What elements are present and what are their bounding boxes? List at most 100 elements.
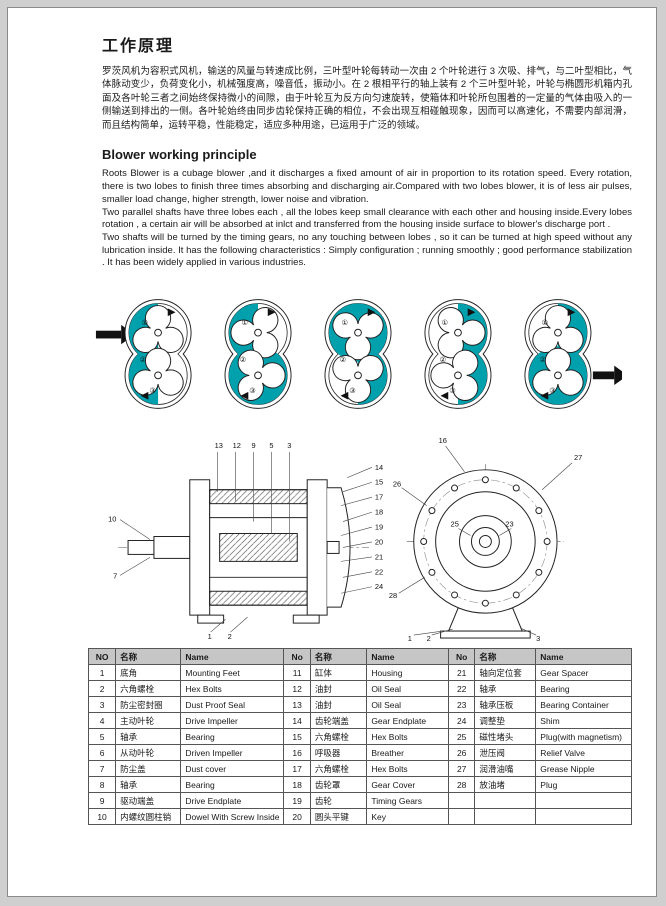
callout-number: 3 — [287, 441, 291, 450]
cell: 呼吸器 — [309, 744, 368, 762]
callout-number: 9 — [251, 441, 255, 450]
callout-number: 1 — [408, 634, 412, 643]
callout-number: 28 — [389, 591, 397, 600]
cell — [447, 792, 476, 810]
cell: 11 — [283, 664, 311, 682]
callout-number: 3 — [536, 634, 540, 643]
rotation-arrow-icon — [467, 308, 476, 317]
rotation-arrow-icon — [140, 392, 149, 400]
english-paragraph-2: Two parallel shafts have three lobes eac… — [102, 206, 632, 231]
cell: 油封 — [309, 696, 368, 714]
cell: Gear Spacer — [535, 664, 632, 682]
cell: 4 — [87, 712, 117, 730]
callout-number: 20 — [375, 538, 383, 547]
header-cell: Name — [366, 648, 449, 666]
flange-base — [440, 630, 531, 639]
callout-number: 13 — [215, 441, 223, 450]
cell: 轴承 — [115, 776, 182, 794]
cell: 9 — [87, 792, 117, 810]
callout-number: 27 — [574, 453, 582, 462]
cell: 14 — [283, 712, 311, 730]
cell: 8 — [87, 776, 117, 794]
cell: Shim — [535, 712, 632, 730]
shaft-icon — [454, 371, 462, 380]
cell: Plug — [535, 776, 632, 794]
lobe-label: ① — [142, 318, 149, 327]
cell: 调整垫 — [474, 712, 537, 730]
cell: 齿轮端盖 — [309, 712, 368, 730]
cell: 5 — [87, 728, 117, 746]
rotor-stage: ①②③ — [524, 299, 592, 410]
end-flange-view — [398, 445, 573, 639]
lobe-label: ② — [240, 355, 247, 364]
shaft-icon — [254, 371, 262, 380]
page-content: 工作原理 罗茨风机为容积式风机，输送的风量与转速成比例，三叶型叶轮每转动一次由 … — [8, 8, 656, 826]
drive-endplate — [189, 479, 211, 616]
callout-number: 17 — [375, 493, 383, 502]
cell: 26 — [447, 744, 476, 762]
header-cell: 名称 — [309, 648, 368, 666]
mounting-foot — [197, 614, 225, 624]
cell: 13 — [283, 696, 311, 714]
cell: 润滑油嘴 — [474, 760, 537, 778]
cell: Bearing — [180, 776, 285, 794]
shaft-icon — [354, 328, 362, 337]
english-title: Blower working principle — [102, 147, 257, 163]
cell: 圆头平键 — [309, 808, 368, 826]
callout-number: 2 — [427, 634, 431, 643]
callout-number: 1 — [208, 632, 212, 641]
cell: Breather — [366, 744, 449, 762]
cell: 6 — [87, 744, 117, 762]
cell: 泄压阀 — [474, 744, 537, 762]
cell: 齿轮 — [309, 792, 368, 810]
cell: Bearing — [535, 680, 632, 698]
lobe-label: ② — [540, 355, 547, 364]
lobe-label: ③ — [549, 386, 556, 395]
rotation-arrow-icon — [167, 308, 176, 317]
cell: Mounting Feet — [180, 664, 285, 682]
cell: 17 — [283, 760, 311, 778]
cell: 1 — [87, 664, 117, 682]
header-cell: Name — [180, 648, 285, 666]
callout-number: 2 — [228, 632, 232, 641]
cell: 轴承 — [115, 728, 182, 746]
cell: 12 — [283, 680, 311, 698]
cell: Timing Gears — [366, 792, 449, 810]
shaft-icon — [554, 371, 562, 380]
cell: 18 — [283, 776, 311, 794]
cell: Hex Bolts — [366, 728, 449, 746]
cell: 7 — [87, 760, 117, 778]
callout-number: 25 — [451, 520, 459, 529]
cell: 19 — [283, 792, 311, 810]
cell: 16 — [283, 744, 311, 762]
cell — [474, 792, 537, 810]
cell — [447, 808, 476, 826]
rotation-arrow-icon — [540, 392, 549, 400]
rotor-stage: ①②③ — [124, 299, 192, 410]
header-cell: No — [447, 648, 476, 666]
header-cell: Name — [535, 648, 632, 666]
cell: Grease Nipple — [535, 760, 632, 778]
cell: Housing — [366, 664, 449, 682]
cell: 2 — [87, 680, 117, 698]
mounting-foot — [292, 614, 320, 624]
cell: 主动叶轮 — [115, 712, 182, 730]
technical-drawings-svg: 13 12 9 5 3 14 15 17 18 19 20 21 22 24 1… — [108, 436, 582, 643]
cell — [474, 808, 537, 826]
cell: Oil Seal — [366, 680, 449, 698]
rotation-arrow-icon — [367, 308, 376, 317]
cell: 防尘盖 — [115, 760, 182, 778]
callout-number: 5 — [269, 441, 273, 450]
callout-number: 23 — [505, 520, 513, 529]
cell: Plug(with magnetism) — [535, 728, 632, 746]
cell: 24 — [447, 712, 476, 730]
shaft-icon — [254, 328, 262, 337]
